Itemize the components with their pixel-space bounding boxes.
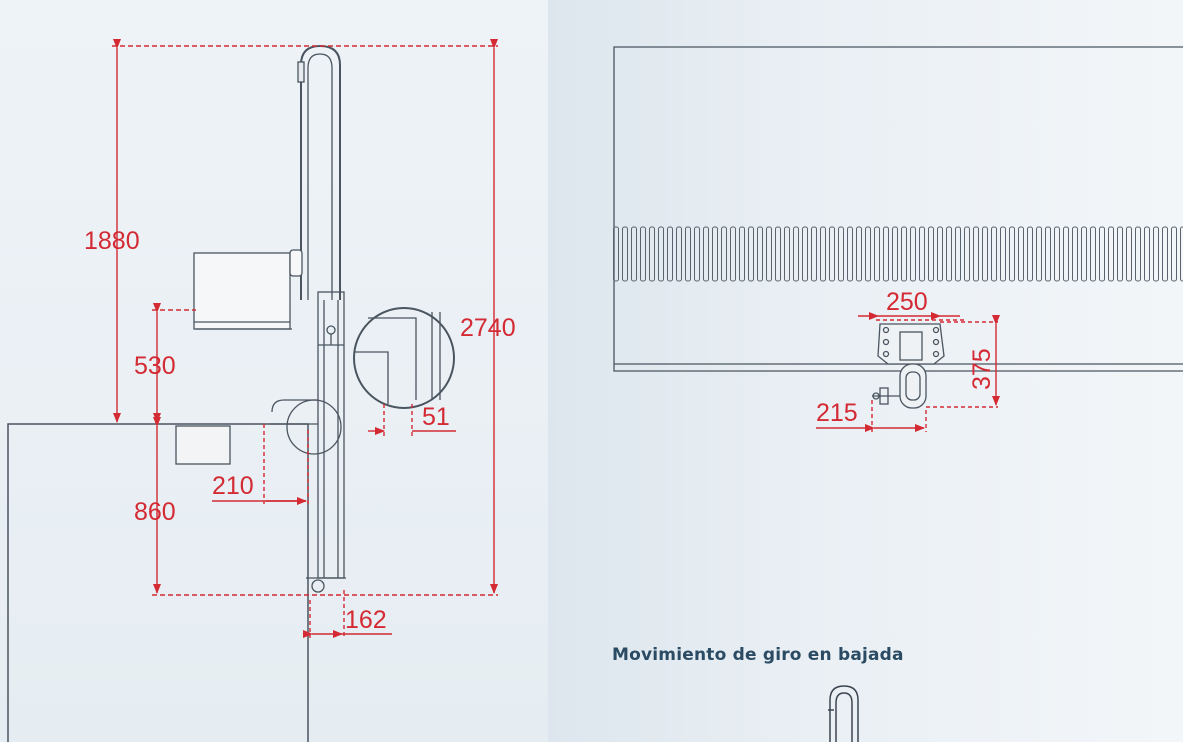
lift-top-view bbox=[612, 46, 1183, 409]
dim-250: 250 bbox=[886, 288, 928, 316]
lift-partial-view bbox=[828, 685, 859, 742]
counter-outline bbox=[7, 423, 309, 742]
left-dimension-labels: 2740 1880 530 860 210 162 51 bbox=[84, 227, 516, 634]
swivel-wheel bbox=[899, 363, 927, 409]
seat-unit bbox=[193, 252, 291, 330]
section-caption: Movimiento de giro en bajada bbox=[612, 645, 904, 665]
handle bbox=[297, 61, 305, 83]
dim-1880: 1880 bbox=[84, 227, 140, 255]
dim-530: 530 bbox=[134, 352, 176, 380]
right-dimension-labels: 250 375 215 bbox=[816, 288, 996, 427]
dim-162: 162 bbox=[345, 606, 387, 634]
dim-860: 860 bbox=[134, 498, 176, 526]
base-wheel bbox=[311, 579, 325, 593]
left-dimension-lines bbox=[112, 39, 498, 638]
bath-outline bbox=[613, 46, 1183, 372]
mast-hook bbox=[300, 44, 341, 300]
left-panel-background bbox=[0, 0, 548, 742]
right-dimension-lines bbox=[816, 312, 1000, 432]
grill-strip bbox=[612, 226, 1183, 282]
under-counter-box bbox=[175, 425, 231, 465]
lift-side-view bbox=[7, 44, 455, 742]
dim-51: 51 bbox=[422, 403, 450, 431]
base-plate bbox=[877, 323, 945, 365]
dim-375: 375 bbox=[968, 348, 996, 390]
dim-2740: 2740 bbox=[460, 314, 516, 342]
dim-210: 210 bbox=[212, 472, 254, 500]
detail-magnifier bbox=[353, 307, 455, 409]
detail-origin bbox=[286, 399, 342, 455]
dim-215: 215 bbox=[816, 399, 858, 427]
